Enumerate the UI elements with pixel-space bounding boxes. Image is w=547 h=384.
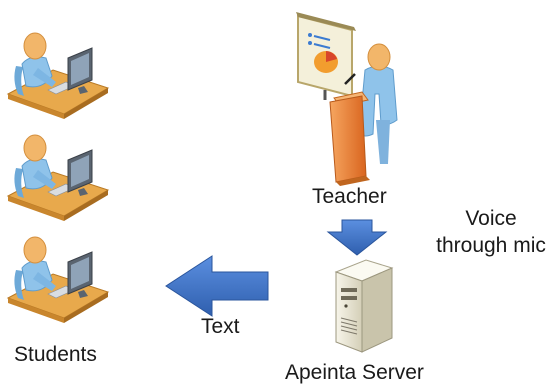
down-arrow-icon	[326, 219, 388, 256]
server-tower-icon	[334, 259, 394, 353]
apeinta-server-label: Apeinta Server	[285, 361, 424, 384]
student-workstation-icon	[7, 32, 109, 120]
student-workstation-icon	[7, 236, 109, 324]
teacher-presenter-icon	[329, 43, 398, 186]
students-label: Students	[14, 343, 97, 366]
student-workstation-icon	[7, 134, 109, 222]
voice-through-mic-label: Voice through mic	[436, 207, 546, 257]
teacher-label: Teacher	[312, 185, 387, 208]
text-label: Text	[201, 315, 240, 338]
presentation-board-icon	[296, 12, 356, 100]
left-arrow-icon	[165, 255, 269, 317]
